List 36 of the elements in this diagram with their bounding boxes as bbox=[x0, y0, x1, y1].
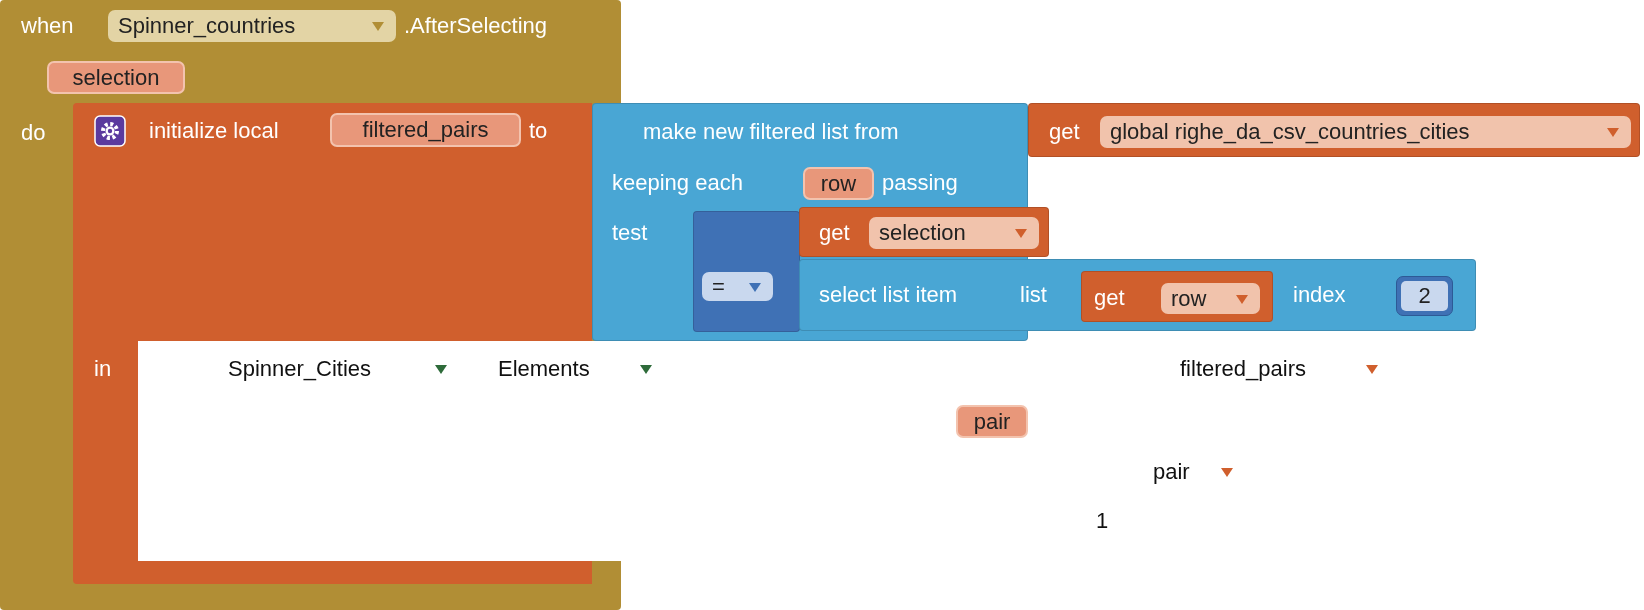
block-label: .AfterSelecting bbox=[404, 13, 548, 39]
block-label: get bbox=[1049, 119, 1080, 145]
block-label: do bbox=[21, 120, 46, 146]
block-label: keeping each bbox=[612, 170, 743, 196]
block-label: get bbox=[1094, 285, 1125, 311]
block-label: passing bbox=[882, 170, 958, 196]
dropdown-field: row bbox=[1161, 283, 1260, 314]
block-label: index bbox=[1293, 282, 1346, 308]
dropdown-field: Spinner_countries bbox=[108, 10, 396, 42]
block-label: to bbox=[529, 118, 548, 144]
parameter-name: selection bbox=[47, 61, 185, 94]
block-label: select list item bbox=[819, 282, 958, 308]
get-block bbox=[1028, 103, 1640, 157]
field-label: 1 bbox=[1096, 508, 1109, 534]
get-block bbox=[799, 207, 1049, 257]
number-field: 2 bbox=[1396, 276, 1453, 316]
get-block bbox=[1081, 271, 1273, 322]
field-label: Spinner_Cities bbox=[228, 356, 372, 382]
block-label: when bbox=[21, 13, 74, 39]
dropdown-field: global righe_da_csv_countries_cities bbox=[1100, 116, 1631, 148]
block-label: list bbox=[1020, 282, 1047, 308]
block-label: get bbox=[819, 220, 850, 246]
block-label: test bbox=[612, 220, 648, 246]
variable-name: row bbox=[803, 167, 874, 200]
block-label: make new filtered list from bbox=[643, 119, 899, 145]
variable-name: pair bbox=[956, 405, 1028, 438]
operator-dropdown: = bbox=[702, 272, 773, 301]
block-label: in bbox=[94, 356, 112, 382]
field-label: pair bbox=[1153, 459, 1190, 485]
variable-name: filtered_pairs bbox=[330, 113, 521, 147]
field-label: Elements bbox=[498, 356, 590, 382]
select-list-item-block bbox=[799, 259, 1476, 331]
block-label: initialize local bbox=[149, 118, 279, 144]
compare-block bbox=[693, 211, 800, 332]
dropdown-field: selection bbox=[869, 217, 1039, 249]
field-label: filtered_pairs bbox=[1180, 356, 1306, 382]
